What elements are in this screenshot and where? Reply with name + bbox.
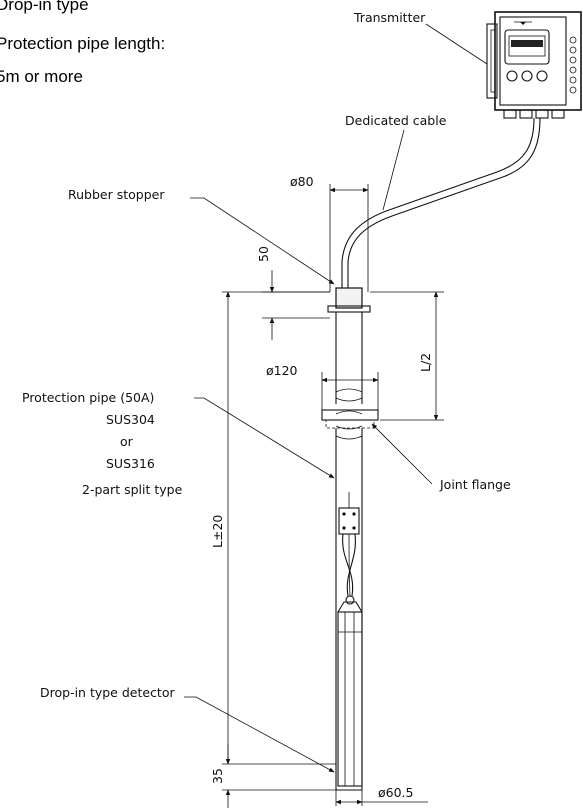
- protection-pipe-leader: [194, 397, 335, 479]
- material-2-label: SUS316: [106, 456, 155, 471]
- protection-pipe-upper: [327, 287, 371, 404]
- rubber-stopper-leader: [190, 197, 335, 285]
- total-length-label: L±20: [210, 515, 225, 548]
- detector-label: Drop-in type detector: [40, 685, 175, 700]
- top-50-label: 50: [256, 246, 271, 262]
- transmitter-label: Transmitter: [353, 10, 426, 25]
- d80-label: ø80: [290, 174, 314, 189]
- material-1-label: SUS304: [106, 412, 155, 427]
- protection-pipe-label: Protection pipe (50A): [22, 390, 154, 405]
- joint-flange: [321, 409, 379, 430]
- split-type-label: 2-part split type: [82, 482, 183, 497]
- header-line-2: Protection pipe length:: [0, 34, 165, 53]
- detector-leader: [184, 696, 335, 773]
- dedicated-cable: [341, 117, 541, 288]
- d60-5-label: ø60.5: [378, 785, 413, 800]
- cable-leader: [382, 129, 405, 211]
- material-or-label: or: [120, 434, 134, 449]
- d120-label: ø120: [266, 363, 298, 378]
- half-length-label: L/2: [418, 353, 433, 372]
- rubber-stopper-label: Rubber stopper: [68, 187, 165, 202]
- bottom-35-label: 35: [210, 768, 225, 784]
- header-line-3: 5m or more: [0, 67, 83, 86]
- joint-flange-leader: [371, 423, 433, 485]
- joint-flange-label: Joint flange: [439, 477, 511, 492]
- cable-connector: [337, 492, 363, 613]
- transmitter-leader: [425, 23, 488, 65]
- dedicated-cable-label: Dedicated cable: [345, 113, 447, 128]
- detector-body: [337, 611, 363, 787]
- transmitter: [486, 11, 582, 119]
- header-line-1: Drop-in type: [0, 0, 89, 14]
